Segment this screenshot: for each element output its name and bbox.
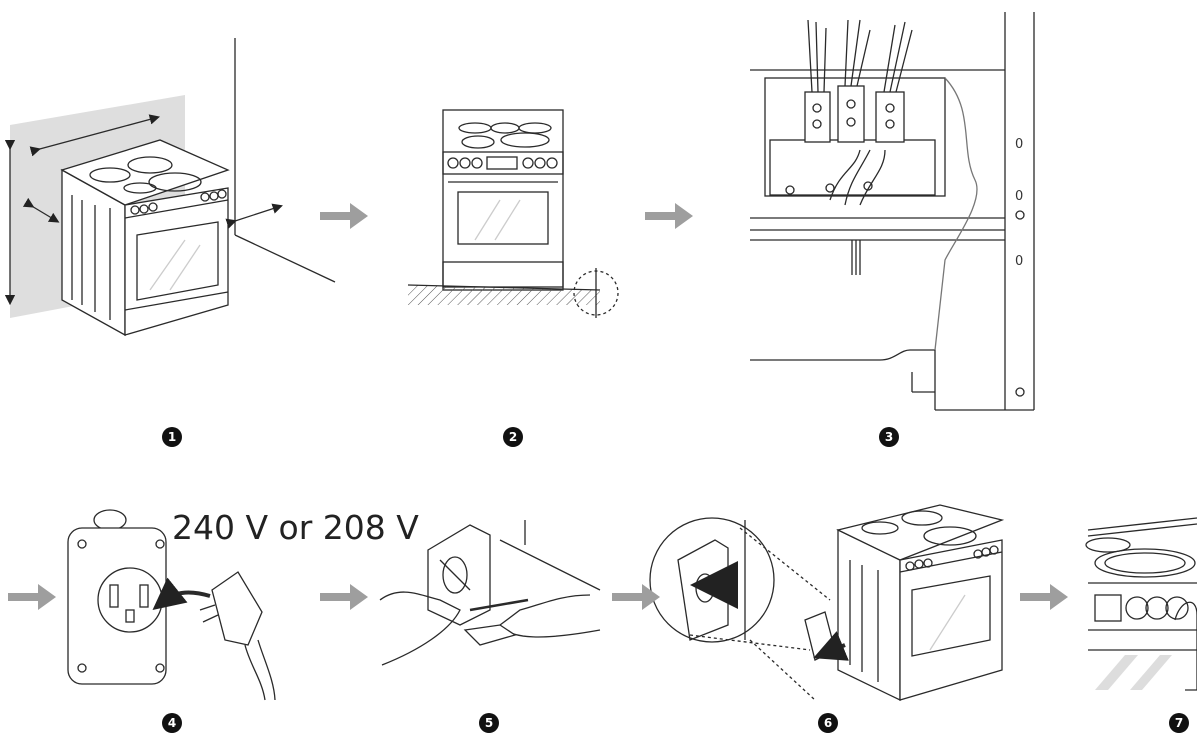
panel-6-slide-in (649, 504, 1005, 702)
step-badge-7: 7 (1169, 713, 1189, 733)
flow-arrow-to-4 (8, 584, 56, 610)
flow-arrow-5-6 (612, 584, 660, 610)
flow-arrow-4-5 (320, 584, 368, 610)
svg-text:0: 0 (1015, 189, 1023, 204)
svg-text:0: 0 (1015, 137, 1023, 152)
panel-4-outlet (67, 509, 276, 701)
flow-arrow-2-3 (645, 203, 693, 229)
step-badge-2: 2 (503, 427, 523, 447)
voltage-label: 240 V or 208 V (172, 508, 419, 547)
panel-2-leveling (407, 109, 619, 318)
step-badge-6: 6 (818, 713, 838, 733)
step-badge-1: 1 (162, 427, 182, 447)
panel-3-wiring: 0 0 0 (750, 12, 1035, 411)
step-badge-5: 5 (479, 713, 499, 733)
panel-7-knobs (1085, 517, 1197, 691)
step-badge-4: 4 (162, 713, 182, 733)
panel-5-bracket (379, 520, 601, 666)
flow-arrow-6-7 (1020, 584, 1068, 610)
panel-1-clearance (4, 38, 336, 337)
flow-arrow-1-2 (320, 203, 368, 229)
svg-text:0: 0 (1015, 254, 1023, 269)
step-badge-3: 3 (879, 427, 899, 447)
